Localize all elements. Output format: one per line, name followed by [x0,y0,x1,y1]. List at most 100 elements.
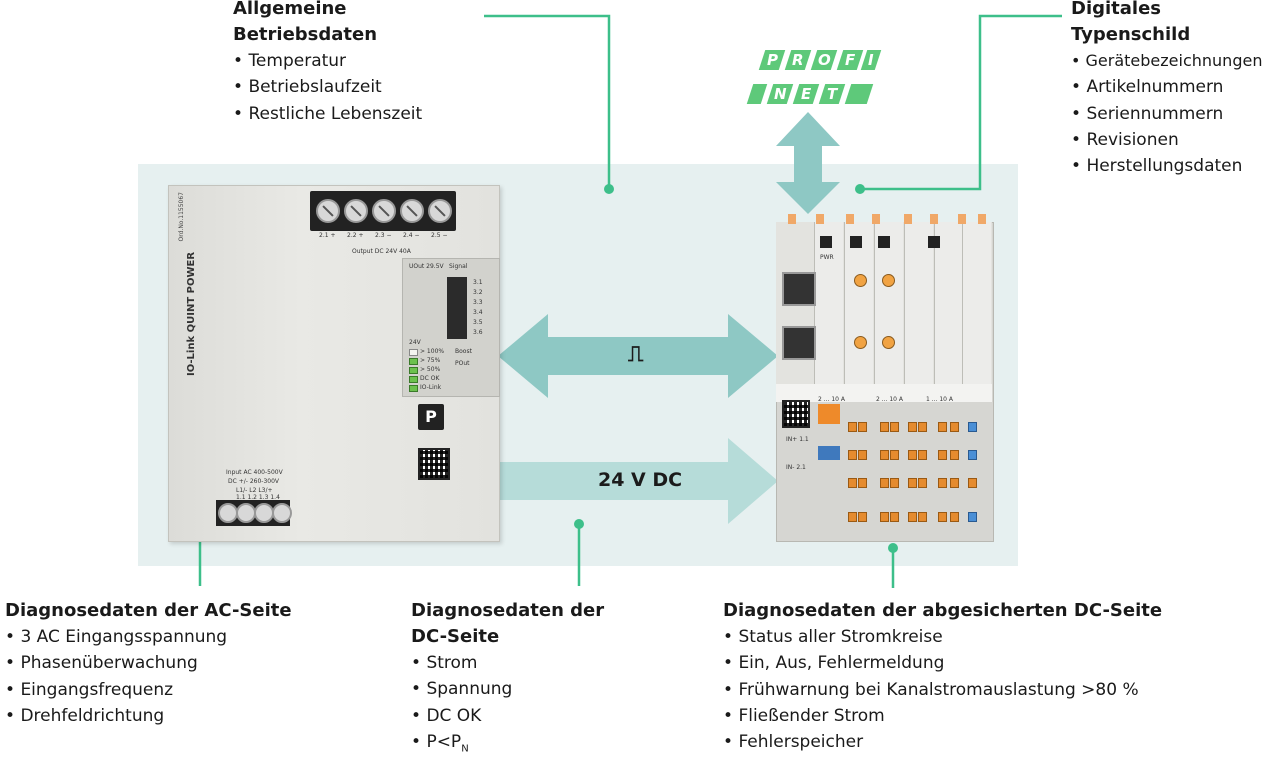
psu-input-nums: 1.1 1.2 1.3 1.4 [236,494,280,501]
terminal-screw [344,199,368,223]
list-item: Herstellungsdaten [1071,153,1262,179]
terminal-screw [254,503,274,523]
list-item: 3 AC Eingangsspannung [5,624,292,650]
dc-seite-block: Diagnosedaten der DC-Seite Strom Spannun… [411,598,604,763]
rotary-switch-icon [882,336,895,349]
phoenix-logo-icon: P [418,404,444,430]
blue-lever [818,446,840,460]
dot-dc [574,519,584,529]
ethernet-port-icon [782,272,816,306]
led-label: DC OK [420,375,440,382]
betriebsdaten-block: Allgemeine Betriebsdaten Temperatur Betr… [233,0,422,127]
formula-main: P<P [426,731,462,752]
connector-betriebsdaten [484,14,611,189]
profinet-tile: E [792,84,820,104]
signal-pin: 3.1 [473,279,483,286]
list-item: Seriennummern [1071,101,1262,127]
io-slot [874,222,903,384]
phoenix-logo-icon [928,236,940,248]
signal-pin: 3.4 [473,309,483,316]
signal-arrow-label: ⎍ [628,342,644,367]
terminal-screw [400,199,424,223]
top-clip [978,214,986,224]
list-item: Temperatur [233,48,422,74]
profinet-tile [746,84,768,104]
led-label: IO-Link [420,384,442,391]
list-item: Phasenüberwachung [5,650,292,676]
psu-order-number: Ord.No.1155067 [178,192,185,242]
v24-label: 24V [409,339,421,346]
led-indicator [409,376,418,383]
terminal-screw [428,199,452,223]
io-slot [814,222,843,384]
signal-connector [447,277,467,339]
list-item: Ein, Aus, Fehlermeldung [723,650,1162,676]
psu-input-pins: L1/- L2 L3/+ [236,487,273,494]
list-item: Status aller Stromkreise [723,624,1162,650]
list-item: Gerätebezeichnungen [1071,48,1263,74]
psu-input-label: Input AC 400-500V [226,469,283,476]
profinet-double-arrow [776,112,840,214]
block-title: Typenschild [1071,24,1191,45]
profinet-tile: R [784,50,812,70]
dot-betriebsdaten [604,184,614,194]
dc-arrow [500,438,778,524]
led-label: > 50% [420,366,441,373]
io-slot [934,222,963,384]
list-item: Restliche Lebenszeit [233,101,422,127]
phoenix-logo-icon [878,236,890,248]
list-item: Fehlerspeicher [723,729,1162,755]
list-item: Revisionen [1071,127,1262,153]
in-label: IN- 2.1 [786,464,806,471]
led-label: > 75% [420,357,441,364]
io-label-strip [776,384,992,402]
profinet-tile: F [836,50,864,70]
list-item: DC OK [411,703,604,729]
rotary-switch-icon [882,274,895,287]
in-label: IN+ 1.1 [786,436,809,443]
profinet-tile: P [758,50,786,70]
pout-label: POut [455,360,470,367]
io-slot [844,222,873,384]
profinet-tile: N [766,84,794,104]
phoenix-logo-icon [820,236,832,248]
psu-input-label-2: DC +/- 260-300V [228,478,280,485]
psu-input-terminals [216,500,292,526]
signal-pin: 3.3 [473,299,483,306]
terminal-label: 2.3 − [375,232,392,239]
list-item: Drehfeldrichtung [5,703,292,729]
dot-abgesichert [888,543,898,553]
list-item: P<PN [411,729,604,763]
top-clip [788,214,796,224]
ethernet-port-icon [782,326,816,360]
list-item: Artikelnummern [1071,74,1262,100]
profinet-tile: O [810,50,838,70]
block-title: Digitales [1071,0,1162,19]
signal-label: Signal [449,263,468,270]
top-clip [846,214,854,224]
list-item: Fließender Strom [723,703,1162,729]
led-indicator [409,367,418,374]
terminal-screw [236,503,256,523]
pwr-label: PWR [820,254,834,261]
psu-output-label: Output DC 24V 40A [352,248,411,255]
top-clip [930,214,938,224]
terminal-screw [316,199,340,223]
top-clip [958,214,966,224]
terminal-label: 2.5 − [431,232,448,239]
boost-label: Boost [455,348,472,355]
io-slot [962,222,991,384]
rotary-switch-icon [854,274,867,287]
list-item: Strom [411,650,604,676]
formula-subscript: N [461,743,469,755]
list-item: Betriebslaufzeit [233,74,422,100]
ac-seite-block: Diagnosedaten der AC-Seite 3 AC Eingangs… [5,598,292,729]
terminal-screw [372,199,396,223]
signal-pin: 3.2 [473,289,483,296]
current-range-label: 2 ... 10 A [876,396,903,403]
signal-pin: 3.6 [473,329,483,336]
psu-brand: IO-Link QUINT POWER [186,251,197,376]
qr-code-icon [418,448,450,480]
phoenix-logo-icon [850,236,862,248]
